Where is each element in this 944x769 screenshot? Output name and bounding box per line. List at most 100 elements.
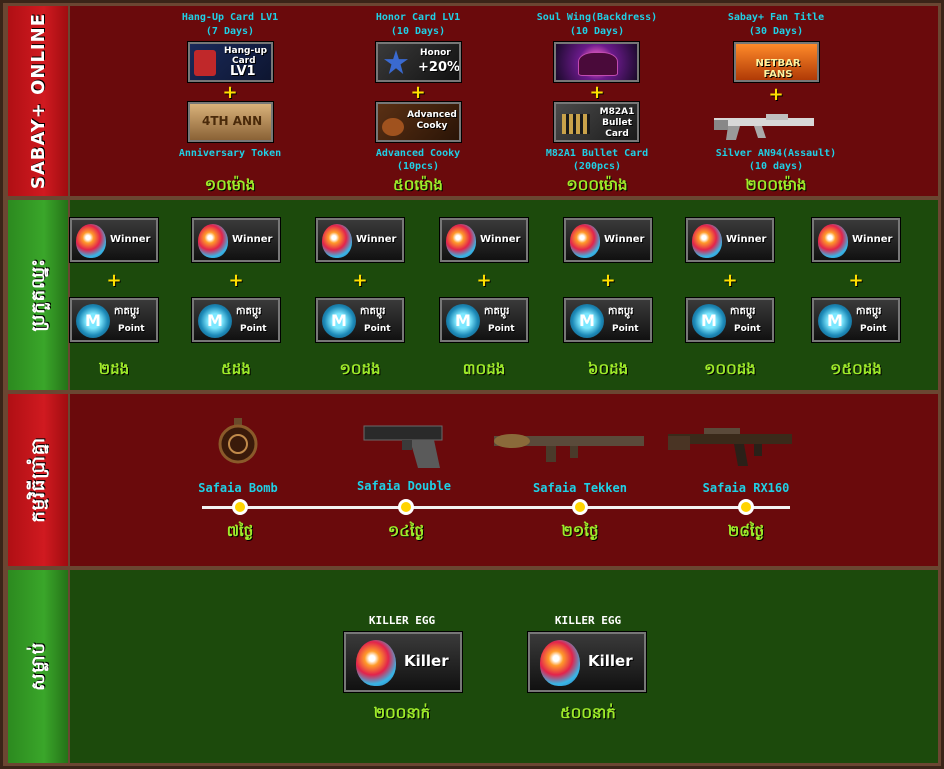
- killer-egg-card-1: Killer: [344, 632, 462, 692]
- killer-egg-2-value: ៥០០នាក់: [560, 704, 616, 722]
- killer-egg-1-icon: [356, 640, 396, 686]
- tier2-bottom-sub: (10pcs): [396, 161, 440, 172]
- mpoint-coin-icon: M: [446, 304, 480, 338]
- winner-egg-card: Winner: [70, 218, 158, 262]
- mpoint-card-sub: Point: [488, 324, 515, 334]
- plus-4: +: [768, 84, 784, 105]
- mpoint-card: M កាតប្តូរ Point: [316, 298, 404, 342]
- mpoint-card: M កាតប្តូរ Point: [564, 298, 652, 342]
- tab-winner: ប្រកួតឈ្នះ: [8, 200, 68, 390]
- safaia-tekken-label: Safaia Tekken: [533, 481, 627, 495]
- winner-egg-card: Winner: [686, 218, 774, 262]
- tier2-top-sub: (10 Days): [390, 26, 446, 37]
- soul-wing-icon: [578, 52, 618, 76]
- tier3-top-sub: (10 Days): [569, 26, 625, 37]
- mpoint-card-label: កាតប្តូរ: [360, 306, 386, 317]
- winner-plus: +: [476, 270, 492, 291]
- tier1-top-label: Hang-Up Card LV1: [181, 12, 279, 23]
- winner-value: ៥ដង: [221, 360, 251, 378]
- safaia-bomb-value: ៧ថ្ងៃ: [226, 522, 254, 540]
- tier3-bottom-label: M82A1 Bullet Card: [545, 148, 649, 159]
- killer-egg-2-label: Killer: [588, 652, 633, 670]
- mpoint-card-label: កាតប្តូរ: [608, 306, 634, 317]
- mpoint-card-label: កាតប្តូរ: [856, 306, 882, 317]
- winner-card-label: Winner: [726, 234, 767, 245]
- safaia-rx160-label: Safaia RX160: [702, 481, 790, 495]
- winner-egg-icon: [692, 224, 722, 258]
- winner-egg-icon: [446, 224, 476, 258]
- tier1-top-sub: (7 Days): [205, 26, 255, 37]
- winner-egg-card: Winner: [316, 218, 404, 262]
- silver-an94-icon: [714, 114, 814, 140]
- mpoint-coin-icon: M: [692, 304, 726, 338]
- safaia-bomb-label: Safaia Bomb: [198, 481, 278, 495]
- winner-card-label: Winner: [232, 234, 273, 245]
- winner-plus: +: [848, 270, 864, 291]
- winner-value: ១០ដង: [339, 360, 381, 378]
- mpoint-coin-icon: M: [570, 304, 604, 338]
- timeline-dot-3: [572, 499, 588, 515]
- section-mission: កម្មវិធីប្រាំគ្នា Safaia Bo: [8, 394, 938, 566]
- killer-egg-1-value: ២០០នាក់: [373, 704, 431, 722]
- winner-card-label: Winner: [110, 234, 151, 245]
- winner-value: ៦០ដង: [587, 360, 629, 378]
- cooky-icon: [382, 118, 404, 136]
- winner-egg-card: Winner: [440, 218, 528, 262]
- mpoint-card: M កាតប្តូរ Point: [686, 298, 774, 342]
- winner-value: ១០០ដង: [704, 360, 756, 378]
- bullet-icon: [562, 114, 590, 134]
- hangup-card-icon: [194, 50, 216, 76]
- reward-timeline: [202, 506, 790, 509]
- honor-card: Honor +20%: [376, 42, 461, 82]
- mpoint-coin-icon: M: [198, 304, 232, 338]
- mpoint-coin-icon: M: [76, 304, 110, 338]
- mpoint-card-sub: Point: [860, 324, 887, 334]
- winner-card-label: Winner: [356, 234, 397, 245]
- fan-title-card: NETBAR FANS: [734, 42, 819, 82]
- safaia-rx160-value: ២៨ថ្ងៃ: [727, 522, 765, 540]
- tier1-bottom-label: Anniversary Token: [178, 148, 282, 159]
- tier4-top-sub: (30 Days): [748, 26, 804, 37]
- honor-card-text1: Honor: [420, 48, 451, 58]
- hangup-card-text1: Hang-up: [224, 46, 268, 56]
- timeline-dot-4: [738, 499, 754, 515]
- anniversary-token-card: 4TH ANN: [188, 102, 273, 142]
- hangup-card: Hang-up Card LV1: [188, 42, 273, 82]
- mpoint-card-sub: Point: [364, 324, 391, 334]
- m82a1-bullet-card: M82A1 Bullet Card: [554, 102, 639, 142]
- winner-plus: +: [106, 270, 122, 291]
- timeline-dot-1: [232, 499, 248, 515]
- hangup-card-text2: Card: [232, 56, 256, 66]
- winner-card-label: Winner: [480, 234, 521, 245]
- winner-egg-card: Winner: [812, 218, 900, 262]
- winner-egg-icon: [76, 224, 106, 258]
- mpoint-card-sub: Point: [240, 324, 267, 334]
- tier4-value: ២០០ម៉ោង: [745, 176, 807, 194]
- honor-star-icon: [384, 50, 408, 74]
- tier2-value: ៥០ម៉ោង: [393, 176, 443, 194]
- panel-kill: KILLER EGG Killer ២០០នាក់ KILLER EGG Kil…: [70, 570, 938, 763]
- mpoint-card-label: កាតប្តូរ: [730, 306, 756, 317]
- tier3-bottom-sub: (200pcs): [572, 161, 622, 172]
- winner-egg-icon: [818, 224, 848, 258]
- mpoint-card-sub: Point: [612, 324, 639, 334]
- mpoint-card-sub: Point: [734, 324, 761, 334]
- tier2-top-label: Honor Card LV1: [375, 12, 461, 23]
- winner-egg-icon: [322, 224, 352, 258]
- winner-value: ២ដង: [98, 360, 130, 378]
- winner-egg-card: Winner: [564, 218, 652, 262]
- mpoint-coin-icon: M: [322, 304, 356, 338]
- plus-1: +: [222, 82, 238, 103]
- killer-egg-1-title: KILLER EGG: [368, 614, 436, 627]
- tab-online: SABAY+ ONLINE: [8, 6, 68, 196]
- tier4-bottom-label: Silver AN94(Assault): [715, 148, 837, 159]
- safaia-double-label: Safaia Double: [357, 479, 451, 493]
- killer-egg-1-label: Killer: [404, 652, 449, 670]
- mpoint-card-label: កាតប្តូរ: [484, 306, 510, 317]
- panel-winner: Winner + M កាតប្តូរ Point ២ដង Winner + M កាតប្តូរ…: [70, 200, 938, 390]
- safaia-bomb-icon: [218, 418, 258, 464]
- winner-egg-card: Winner: [192, 218, 280, 262]
- panel-mission: Safaia Bomb Safaia Double Safaia Tekken …: [70, 394, 938, 566]
